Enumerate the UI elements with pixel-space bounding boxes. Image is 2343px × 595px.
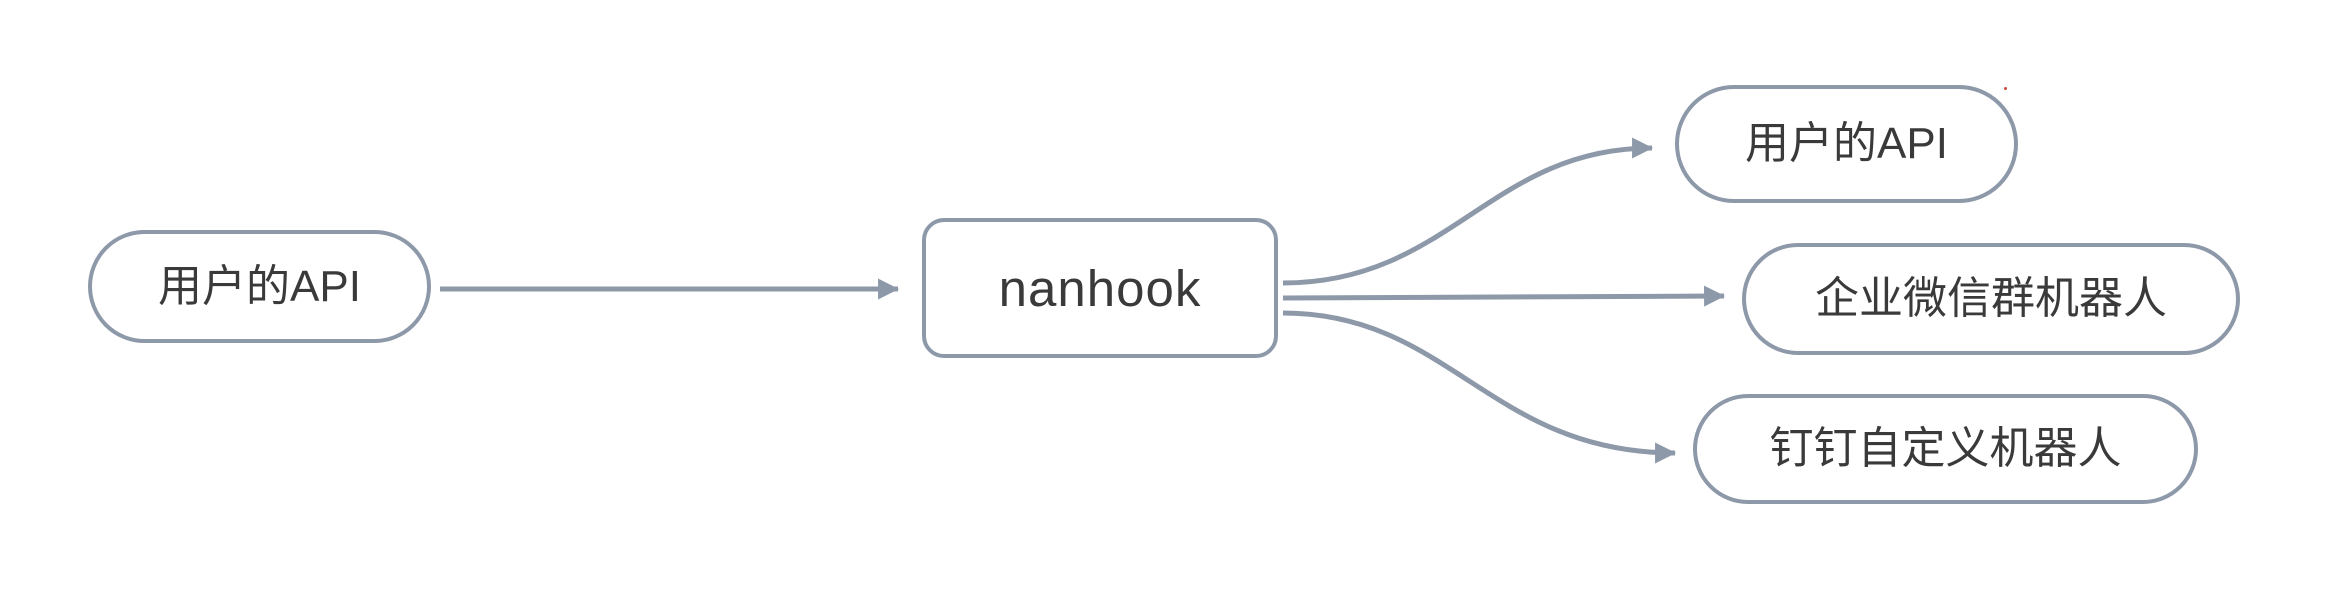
node-nanhook: nanhook <box>922 218 1278 358</box>
node-user-api-source: 用户的API <box>88 230 431 343</box>
node-dingtalk-custom-bot-label: 钉钉自定义机器人 <box>1769 424 2122 473</box>
node-user-api-source-label: 用户的API <box>158 261 361 311</box>
node-user-api-target-label: 用户的API <box>1745 119 1948 168</box>
node-wecom-group-bot-label: 企业微信群机器人 <box>1815 274 2167 323</box>
stray-pixel-artifact <box>2004 87 2007 90</box>
node-nanhook-label: nanhook <box>998 259 1202 317</box>
edge-hub-to-dingtalk-arrow <box>1282 310 1677 464</box>
edge-hub-to-user-api-arrow <box>1282 137 1654 286</box>
node-dingtalk-custom-bot: 钉钉自定义机器人 <box>1693 394 2198 504</box>
node-wecom-group-bot: 企业微信群机器人 <box>1742 243 2240 355</box>
node-user-api-target: 用户的API <box>1675 85 2018 203</box>
edge-hub-to-wecom-arrow <box>1282 285 1726 307</box>
